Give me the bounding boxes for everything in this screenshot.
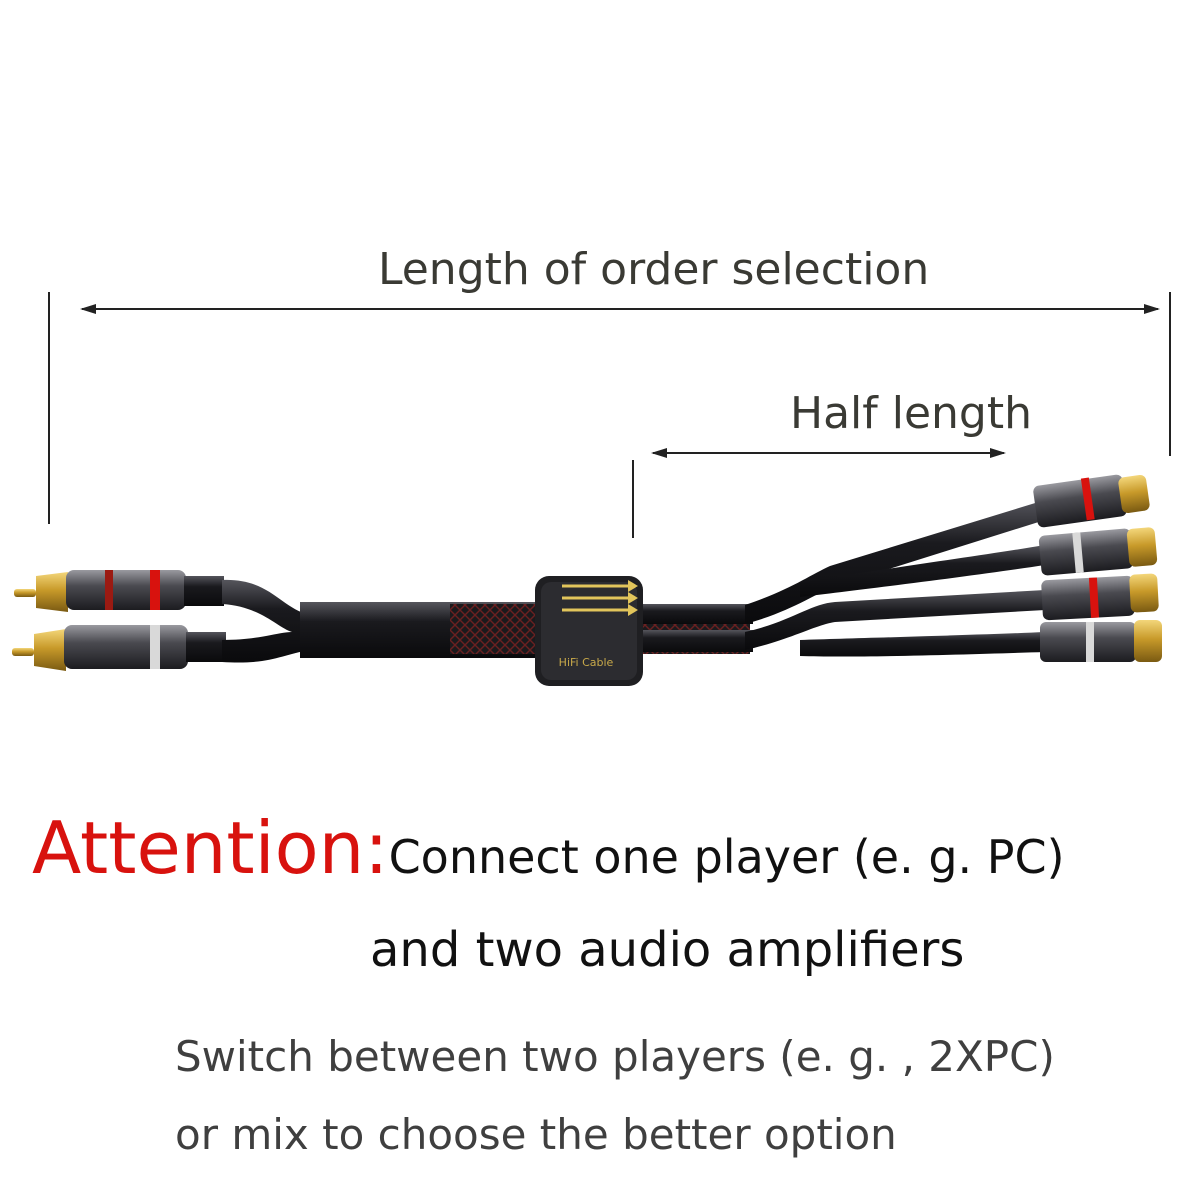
attention-line: Attention:Connect one player (e. g. PC) <box>32 806 1065 890</box>
hifi-cable-badge: HiFi Cable <box>535 576 643 686</box>
badge-text: HiFi Cable <box>559 656 614 669</box>
note-line-2: or mix to choose the better option <box>175 1110 897 1159</box>
half-length-label: Half length <box>790 388 1032 439</box>
male-rca-plug-white <box>12 625 226 671</box>
male-rca-plug-red <box>14 570 224 612</box>
attention-label: Attention: <box>32 806 389 890</box>
arrowhead-right <box>1144 304 1160 314</box>
full-length-label: Length of order selection <box>378 244 930 295</box>
attention-text: Connect one player (e. g. PC) <box>388 830 1065 884</box>
female-rca-jack-red-top <box>1033 474 1150 528</box>
female-rca-jack-red-bottom <box>1041 573 1159 621</box>
arrowhead-right <box>990 448 1006 458</box>
attention-text-line2: and two audio amplifiers <box>370 922 965 978</box>
female-rca-jack-white-bottom <box>1040 620 1162 662</box>
note-line-1: Switch between two players (e. g. , 2XPC… <box>175 1032 1055 1081</box>
arrowhead-left <box>651 448 667 458</box>
female-rca-jack-white-top <box>1038 527 1158 576</box>
half-length-dimension <box>632 448 1006 538</box>
full-length-dimension <box>48 292 1171 524</box>
arrowhead-left <box>80 304 96 314</box>
